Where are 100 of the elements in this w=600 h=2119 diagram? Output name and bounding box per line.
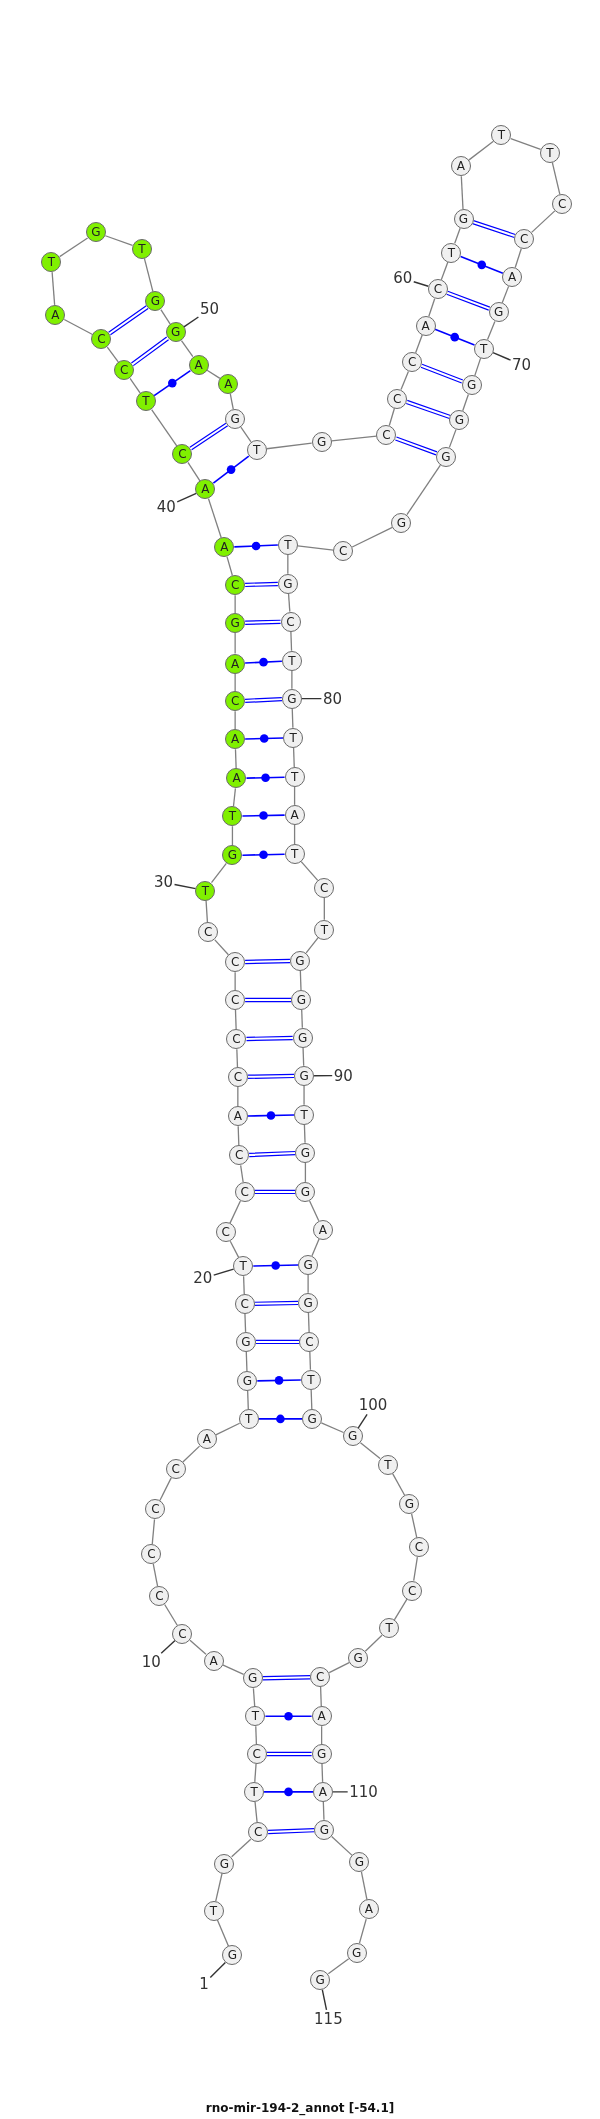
base-pair-bond	[420, 363, 464, 384]
leader-line	[176, 492, 197, 503]
backbone-line	[311, 1238, 320, 1257]
nucleotide-circle: G	[435, 446, 456, 467]
backbone-line	[182, 1445, 201, 1463]
nucleotide-circle: C	[248, 1822, 269, 1843]
base-pair-bond	[247, 1114, 295, 1117]
nucleotide-circle: C	[225, 990, 246, 1010]
backbone-line	[216, 1919, 230, 1947]
backbone-line	[234, 748, 237, 770]
base-pair-bond	[254, 1189, 296, 1195]
backbone-line	[351, 526, 393, 548]
backbone-line	[359, 1442, 381, 1460]
backbone-line	[245, 1351, 248, 1372]
nucleotide-circle: T	[238, 1408, 259, 1429]
leader-line	[213, 1268, 235, 1276]
base-pair-bond	[256, 1379, 302, 1382]
backbone-line	[104, 235, 134, 246]
backbone-line	[237, 1086, 239, 1107]
backbone-line	[215, 1422, 241, 1436]
backbone-line	[290, 630, 293, 652]
nucleotide-circle: G	[298, 1292, 319, 1313]
backbone-line	[254, 1763, 257, 1783]
backbone-line	[266, 442, 313, 450]
backbone-line	[448, 429, 457, 449]
backbone-line	[307, 1274, 309, 1294]
nucleotide-circle: G	[349, 1852, 370, 1873]
nucleotide-circle: G	[145, 291, 166, 312]
backbone-line	[292, 747, 295, 768]
position-number: 90	[333, 1068, 353, 1084]
backbone-line	[242, 1275, 245, 1295]
nucleotide-circle: C	[299, 1331, 320, 1352]
backbone-line	[187, 461, 201, 482]
nucleotide-circle: T	[473, 338, 494, 359]
nucleotide-circle: C	[215, 1222, 236, 1243]
backbone-line	[406, 464, 441, 516]
nucleotide-circle: G	[453, 208, 474, 229]
nucleotide-circle: C	[402, 1580, 423, 1601]
backbone-line	[293, 824, 296, 845]
nucleotide-circle: A	[311, 1706, 332, 1727]
backbone-line	[291, 708, 294, 729]
backbone-line	[301, 1009, 303, 1029]
base-pair-bond	[130, 336, 170, 367]
nucleotide-circle: G	[295, 1181, 316, 1202]
backbone-line	[299, 970, 302, 991]
nucleotide-circle: G	[314, 1819, 335, 1840]
nucleotide-circle: G	[225, 408, 246, 429]
nucleotide-circle: G	[302, 1408, 323, 1429]
nucleotide-circle: T	[284, 767, 305, 787]
backbone-line	[297, 545, 334, 551]
nucleotide-circle: T	[233, 1256, 254, 1277]
nucleotide-circle: T	[131, 238, 152, 259]
base-pair-bond	[446, 290, 491, 311]
position-number: 40	[156, 499, 176, 515]
base-pair-bond	[189, 422, 229, 451]
nucleotide-circle: T	[135, 391, 156, 412]
nucleotide-circle: T	[540, 142, 560, 163]
backbone-line	[392, 1472, 406, 1496]
nucleotide-circle: A	[415, 315, 436, 336]
backbone-line	[229, 1200, 241, 1224]
base-pair-bond	[253, 1300, 299, 1307]
backbone-line	[393, 1598, 408, 1621]
backbone-line	[63, 318, 94, 336]
base-pair-bond	[267, 1827, 315, 1835]
nucleotide-circle: A	[312, 1781, 333, 1802]
base-pair-bond	[248, 1150, 297, 1158]
nucleotide-circle: G	[222, 1945, 243, 1966]
backbone-line	[323, 897, 325, 921]
nucleotide-circle: C	[333, 541, 354, 562]
leader-line	[321, 1988, 328, 2011]
backbone-line	[234, 672, 236, 692]
base-pair-bond	[244, 696, 283, 704]
backbone-line	[460, 175, 464, 210]
backbone-line	[331, 1835, 353, 1857]
backbone-line	[152, 1563, 159, 1587]
backbone-line	[164, 1603, 178, 1626]
base-pair-bond	[459, 255, 504, 275]
nucleotide-circle: G	[342, 1426, 363, 1447]
nucleotide-circle: C	[225, 952, 246, 973]
backbone-line	[232, 787, 237, 807]
backbone-line	[303, 1085, 305, 1106]
base-pair-bond	[405, 399, 452, 420]
leader-line	[173, 883, 197, 890]
leader-line	[160, 1639, 176, 1654]
position-number: 60	[393, 270, 413, 286]
nucleotide-circle: C	[402, 352, 423, 373]
leader-line	[492, 351, 512, 361]
backbone-line	[309, 1351, 312, 1371]
backbone-line	[320, 1725, 323, 1745]
backbone-line	[59, 237, 89, 258]
backbone-line	[321, 1763, 324, 1783]
base-pair-bond	[434, 328, 476, 346]
backbone-line	[180, 339, 194, 358]
nucleotide-circle: C	[552, 194, 573, 215]
base-pair-bond	[212, 455, 250, 484]
base-pair-bond	[245, 776, 286, 779]
position-number: 80	[322, 691, 342, 707]
leader-line	[357, 1413, 368, 1429]
backbone-line	[327, 1958, 350, 1975]
base-pair-bond	[264, 1715, 313, 1717]
